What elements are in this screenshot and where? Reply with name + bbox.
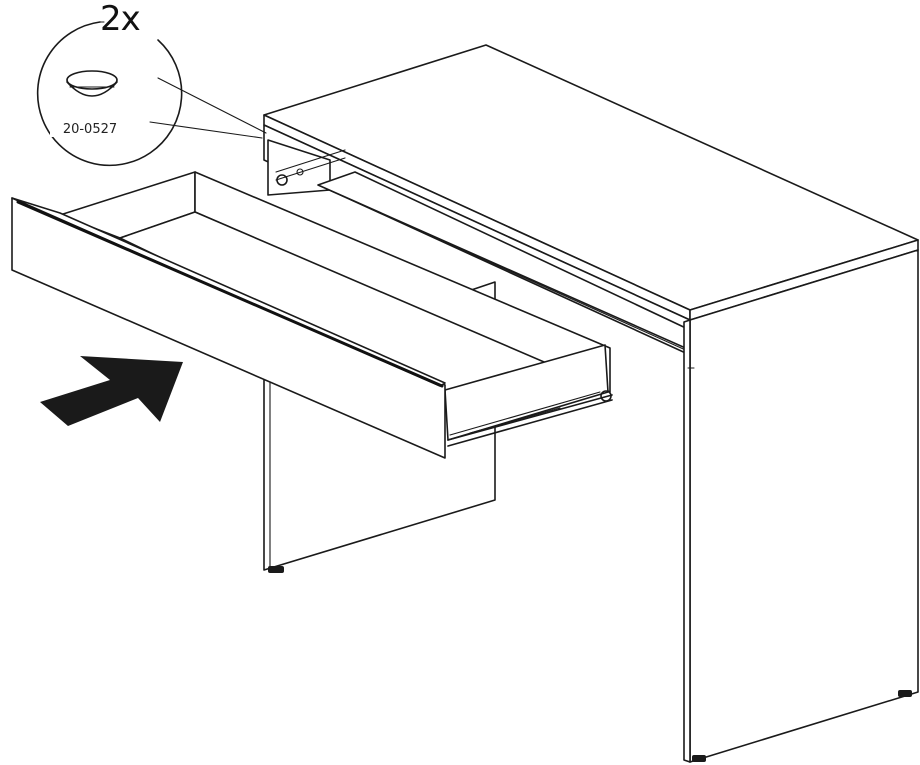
drawer-cavity bbox=[263, 124, 691, 356]
glide-button-icon bbox=[66, 70, 118, 97]
insert-arrow-icon bbox=[40, 356, 183, 426]
quantity-label: 2x bbox=[100, 0, 141, 39]
desk-top bbox=[263, 44, 919, 321]
part-number-label: 20-0527 bbox=[50, 122, 130, 137]
desk-right-leg bbox=[683, 249, 919, 763]
part-callout bbox=[36, 21, 183, 167]
callout-leader bbox=[149, 77, 267, 139]
drawer bbox=[11, 171, 613, 459]
